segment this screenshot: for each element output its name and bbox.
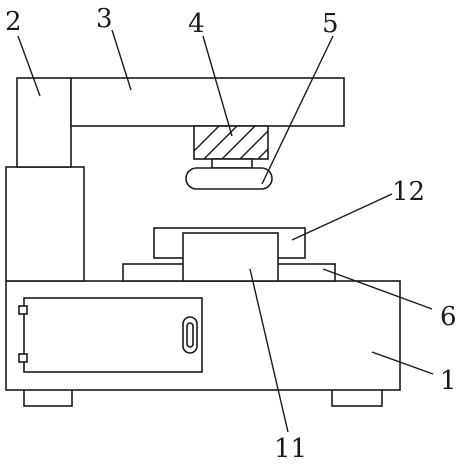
column-lower bbox=[5, 166, 85, 282]
callout-6: 6 bbox=[440, 302, 457, 332]
leader-5 bbox=[261, 35, 334, 185]
leader-2 bbox=[17, 35, 41, 97]
leader-1 bbox=[371, 351, 434, 375]
callout-2: 2 bbox=[5, 7, 22, 37]
press-head bbox=[185, 167, 273, 190]
callout-1: 1 bbox=[440, 366, 457, 396]
door-hinge-lower bbox=[18, 353, 28, 363]
leader-4 bbox=[202, 35, 233, 137]
leader-6 bbox=[322, 268, 433, 310]
callout-3: 3 bbox=[96, 4, 113, 34]
press-neck bbox=[211, 158, 253, 169]
leader-11 bbox=[249, 268, 289, 433]
callout-5: 5 bbox=[322, 9, 339, 39]
arm-beam bbox=[70, 77, 345, 127]
callout-12: 12 bbox=[392, 177, 425, 207]
press-block-hatching bbox=[194, 126, 268, 159]
callout-11: 11 bbox=[274, 434, 307, 464]
callout-4: 4 bbox=[188, 9, 205, 39]
column-upper bbox=[16, 77, 72, 168]
leader-3 bbox=[111, 29, 132, 91]
door-handle-inner bbox=[186, 322, 194, 348]
door-hinge-upper bbox=[18, 305, 28, 315]
leader-12 bbox=[291, 193, 393, 241]
center-block bbox=[182, 232, 279, 282]
cabinet-door bbox=[23, 297, 203, 373]
